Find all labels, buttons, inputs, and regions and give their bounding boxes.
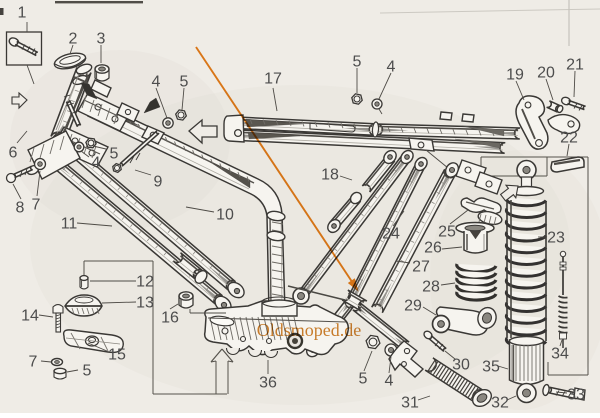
svg-text:4: 4 [385,373,394,390]
svg-text:10: 10 [216,207,234,224]
svg-text:9: 9 [154,174,163,191]
svg-text:24: 24 [382,226,400,243]
svg-text:36: 36 [259,375,277,392]
svg-text:35: 35 [482,359,500,376]
svg-text:16: 16 [161,310,179,327]
svg-text:5: 5 [359,371,368,388]
svg-text:5: 5 [180,74,189,91]
svg-text:25: 25 [438,224,456,241]
svg-text:14: 14 [21,308,39,325]
svg-text:4: 4 [387,59,396,76]
svg-text:3: 3 [97,31,106,48]
svg-text:19: 19 [506,67,524,84]
svg-text:8: 8 [16,200,25,217]
svg-text:13: 13 [136,295,154,312]
svg-text:21: 21 [566,57,584,74]
svg-text:32: 32 [491,395,509,412]
svg-text:2: 2 [69,31,78,48]
svg-text:20: 20 [537,65,555,82]
svg-text:15: 15 [108,347,126,364]
svg-text:30: 30 [452,357,470,374]
svg-text:22: 22 [560,130,578,147]
svg-text:29: 29 [404,298,422,315]
svg-text:5: 5 [110,146,119,163]
svg-text:5: 5 [353,54,362,71]
svg-text:33: 33 [567,387,585,404]
svg-text:18: 18 [321,167,339,184]
svg-text:26: 26 [424,240,442,257]
svg-text:23: 23 [547,230,565,247]
svg-text:11: 11 [61,216,78,233]
svg-text:4: 4 [152,74,161,91]
svg-text:31: 31 [401,395,419,412]
svg-text:27: 27 [412,259,430,276]
svg-text:4: 4 [92,155,101,172]
svg-text:Oldsmoped.de: Oldsmoped.de [257,320,361,340]
svg-text:7: 7 [32,197,41,214]
svg-text:34: 34 [551,346,569,363]
svg-text:5: 5 [83,363,92,380]
svg-text:1: 1 [18,5,27,22]
svg-text:17: 17 [264,71,282,88]
svg-text:6: 6 [9,145,18,162]
svg-text:28: 28 [422,279,440,296]
svg-text:7: 7 [29,354,38,371]
svg-text:12: 12 [136,274,154,291]
